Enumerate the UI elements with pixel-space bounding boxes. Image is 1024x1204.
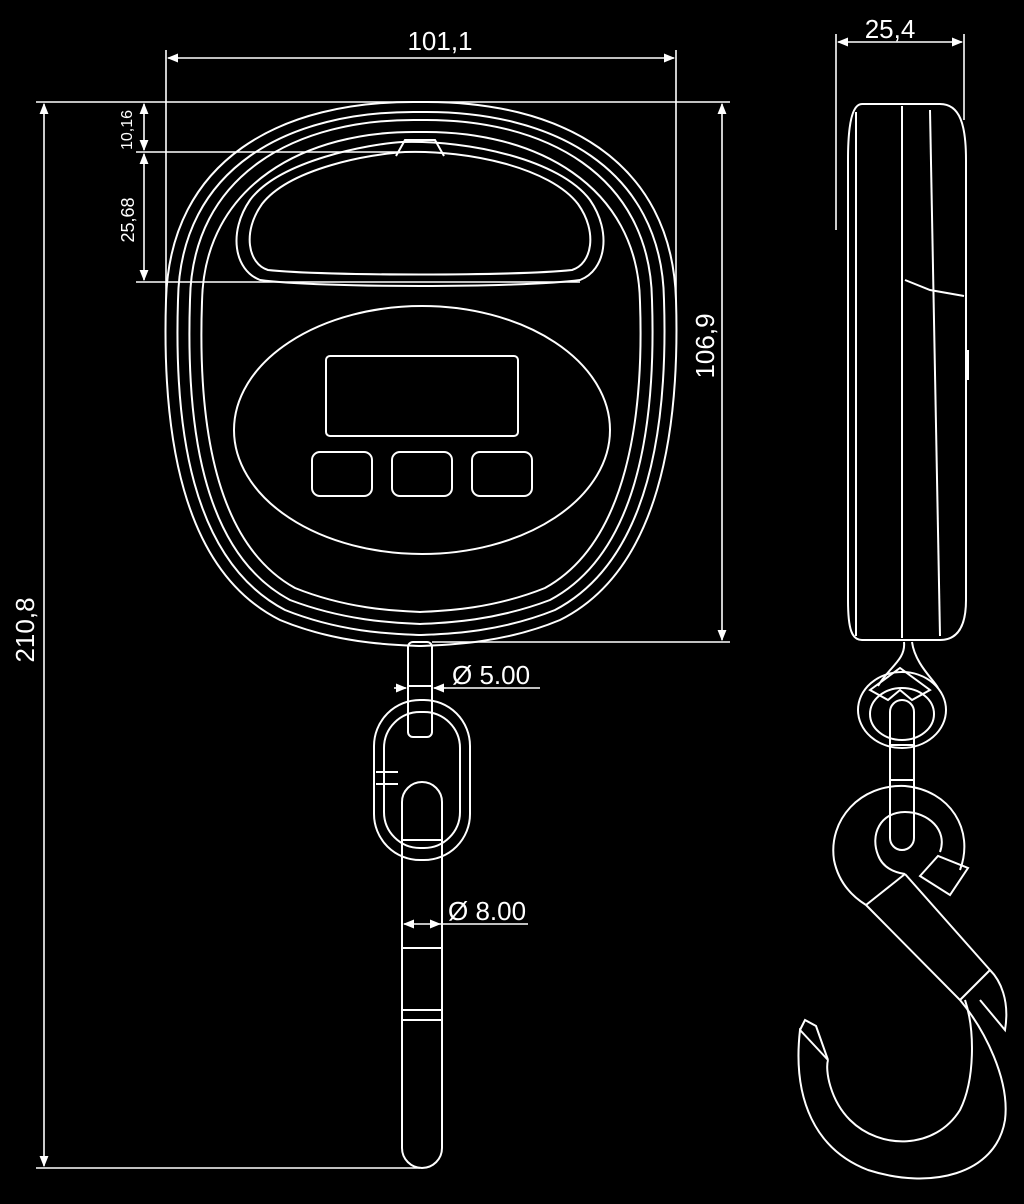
handle-opening-inner xyxy=(248,150,592,276)
hook-joint-1 xyxy=(865,873,906,906)
hook-body-outer xyxy=(797,904,1007,1180)
body-inner-ring-outer xyxy=(188,118,654,626)
hook-body-inner xyxy=(904,873,1008,1033)
handle-height-label: 25,68 xyxy=(118,197,138,242)
hook-joint-2 xyxy=(959,969,991,1001)
oval-link-outer xyxy=(373,699,471,861)
body-height-label: 106,9 xyxy=(690,313,720,378)
side-body-outline xyxy=(847,103,967,641)
rod-diameter-label: Ø 8.00 xyxy=(448,896,526,926)
side-swivel-ring-outer xyxy=(857,671,947,749)
offset-label: 10,16 xyxy=(119,110,136,150)
hanging-rod xyxy=(401,781,443,1169)
side-view xyxy=(797,103,1008,1180)
oval-link-inner xyxy=(383,711,461,849)
lcd-screen xyxy=(325,355,519,437)
front-view xyxy=(164,100,678,1169)
hook-inner-curve xyxy=(826,999,973,1143)
body-inner-ring-inner xyxy=(200,130,642,614)
body-rim-outline xyxy=(176,110,666,637)
side-swivel-ring-inner xyxy=(869,687,935,741)
button-right xyxy=(471,451,533,497)
dimension-lines xyxy=(36,34,965,1169)
side-rod xyxy=(889,699,915,851)
display-panel-outline xyxy=(233,305,611,555)
handle-notch xyxy=(395,139,445,157)
body-outer-outline xyxy=(164,100,678,648)
side-swivel-top xyxy=(868,666,932,702)
button-left xyxy=(311,451,373,497)
chain-diameter-label: Ø 5.00 xyxy=(452,660,530,690)
side-seam-back xyxy=(929,109,941,637)
hook-tab xyxy=(918,854,970,897)
side-handle-notch xyxy=(904,279,965,297)
handle-opening-outer xyxy=(235,140,605,287)
hook-tip xyxy=(799,1018,829,1061)
width-label: 101,1 xyxy=(407,26,472,56)
total-height-label: 210,8 xyxy=(10,597,40,662)
depth-label: 25,4 xyxy=(865,14,916,44)
hook-eye-inner xyxy=(874,810,943,875)
button-center xyxy=(391,451,453,497)
chain-stem xyxy=(407,641,433,738)
hook-eye-outer xyxy=(832,784,966,906)
